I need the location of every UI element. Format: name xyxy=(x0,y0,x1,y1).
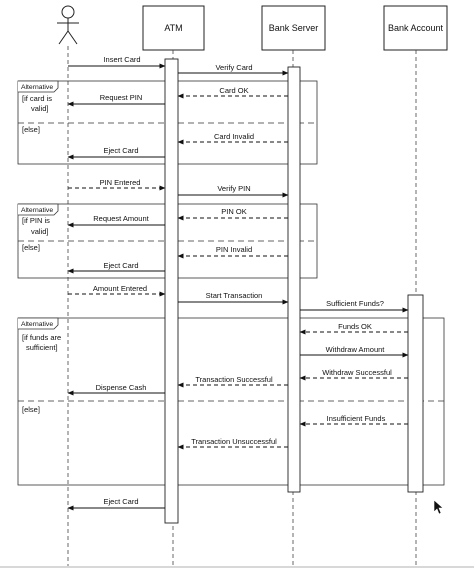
fragment-tag: Alternative xyxy=(21,84,53,91)
message-label: Card Invalid xyxy=(214,132,254,141)
lifeline-bank-server-label: Bank Server xyxy=(269,23,319,33)
message-verify-pin: Verify PIN xyxy=(178,184,289,198)
message-label: Eject Card xyxy=(103,261,138,270)
message-withdraw-successful: Withdraw Successful xyxy=(299,368,408,381)
fragment-guard: [else] xyxy=(22,405,40,414)
message-label: Card OK xyxy=(219,86,248,95)
message-card-invalid: Card Invalid xyxy=(177,132,288,145)
fragment-guard: [if PIN is xyxy=(22,216,50,225)
lifeline-atm-label: ATM xyxy=(164,23,182,33)
fragment-guard: valid] xyxy=(31,104,49,113)
message-label: Dispense Cash xyxy=(96,383,147,392)
lifeline-head-bank-account: Bank Account xyxy=(383,5,448,51)
message-label: Withdraw Successful xyxy=(322,368,392,377)
alt-fragment-funds: Alternative [if funds are sufficient] [e… xyxy=(17,317,445,486)
activation-bar-bank-server xyxy=(287,66,301,493)
message-label: Eject Card xyxy=(103,146,138,155)
lifeline-bank-account-label: Bank Account xyxy=(388,23,444,33)
message-verify-card: Verify Card xyxy=(178,63,289,76)
message-withdraw-amount: Withdraw Amount xyxy=(300,345,409,358)
message-label: Amount Entered xyxy=(93,284,147,293)
message-eject-card: Eject Card xyxy=(67,146,165,160)
message-start-transaction: Start Transaction xyxy=(178,291,289,305)
message-label: Funds OK xyxy=(338,322,372,331)
message-label: Request Amount xyxy=(93,214,149,223)
fragment-guard: sufficient] xyxy=(26,343,58,352)
message-request-amount: Request Amount xyxy=(67,214,165,228)
fragment-guard: [if funds are xyxy=(22,333,61,342)
fragment-tag: Alternative xyxy=(21,321,53,328)
message-request-pin: Request PIN xyxy=(67,93,165,107)
message-label: Insufficient Funds xyxy=(327,414,386,423)
lifeline-head-atm: ATM xyxy=(142,5,205,51)
message-sufficient-funds: Sufficient Funds? xyxy=(300,299,409,313)
activation-bar-atm xyxy=(164,58,179,524)
message-label: Withdraw Amount xyxy=(326,345,386,354)
message-pin-ok: PIN OK xyxy=(177,207,288,221)
message-transaction-unsuccessful: Transaction Unsuccessful xyxy=(177,437,288,450)
message-pin-entered: PIN Entered xyxy=(68,178,166,191)
message-label: Start Transaction xyxy=(206,291,263,300)
message-label: Sufficient Funds? xyxy=(326,299,384,308)
message-funds-ok: Funds OK xyxy=(299,322,408,335)
message-eject-card: Eject Card xyxy=(67,261,165,274)
fragment-guard: [else] xyxy=(22,125,40,134)
mouse-cursor-icon xyxy=(433,499,444,515)
message-label: Request PIN xyxy=(100,93,143,102)
fragment-guard: [else] xyxy=(22,243,40,252)
user-actor-icon xyxy=(57,5,79,45)
message-pin-invalid: PIN Invalid xyxy=(177,245,288,259)
message-amount-entered: Amount Entered xyxy=(68,284,166,297)
message-label: PIN Invalid xyxy=(216,245,252,254)
message-label: Transaction Unsuccessful xyxy=(191,437,277,446)
lifeline-head-bank-server: Bank Server xyxy=(261,5,326,51)
activation-bar-bank-account xyxy=(407,294,424,493)
message-dispense-cash: Dispense Cash xyxy=(67,383,165,396)
message-eject-card-final: Eject Card xyxy=(67,497,165,511)
message-label: Insert Card xyxy=(103,55,140,64)
message-transaction-successful: Transaction Successful xyxy=(177,375,288,388)
message-label: PIN Entered xyxy=(100,178,141,187)
message-label: Transaction Successful xyxy=(195,375,273,384)
message-card-ok: Card OK xyxy=(177,86,288,99)
fragment-guard: valid] xyxy=(31,227,49,236)
message-label: PIN OK xyxy=(221,207,246,216)
fragment-tag: Alternative xyxy=(21,207,53,214)
fragment-guard: [if card is xyxy=(22,94,52,103)
message-insert-card: Insert Card xyxy=(68,55,166,69)
message-label: Verify PIN xyxy=(217,184,250,193)
message-label: Eject Card xyxy=(103,497,138,506)
message-label: Verify Card xyxy=(215,63,252,72)
message-insufficient-funds: Insufficient Funds xyxy=(299,414,408,427)
